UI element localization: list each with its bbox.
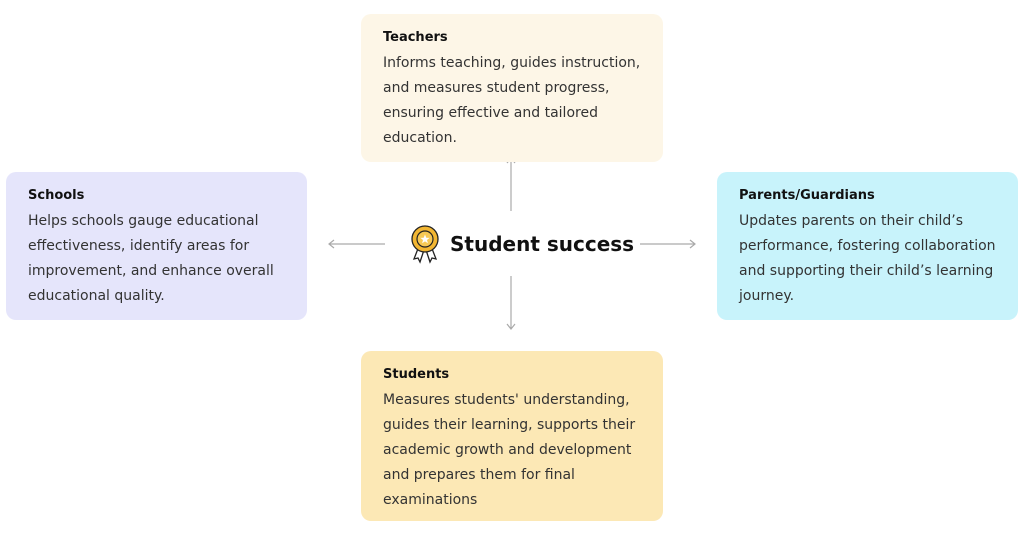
card-title: Students: [383, 367, 450, 382]
award-badge-icon: [411, 225, 439, 264]
card-text: examinations: [383, 492, 478, 508]
arrow-down: [506, 276, 516, 330]
center-node: Student success: [410, 224, 634, 264]
card-text: and prepares them for final: [383, 467, 575, 483]
arrow-left: [328, 239, 385, 249]
card-text: guides their learning, supports their: [383, 417, 636, 433]
card-title: Schools: [28, 188, 85, 203]
card-text: Helps schools gauge educational: [28, 213, 259, 229]
card-text: improvement, and enhance overall: [28, 263, 274, 279]
card-text: and supporting their child’s learning: [739, 263, 994, 279]
card-text: academic growth and development: [383, 442, 632, 458]
card-text: education.: [383, 130, 457, 146]
card-title: Parents/Guardians: [739, 188, 875, 203]
card-text: journey.: [739, 288, 795, 304]
card-text: educational quality.: [28, 288, 165, 304]
center-label: Student success: [450, 232, 635, 256]
card-text: Updates parents on their child’s: [739, 213, 964, 229]
card-text: Informs teaching, guides instruction,: [383, 55, 641, 71]
parents-card: Parents/Guardians Updates parents on the…: [717, 172, 1018, 320]
students-card: Students Measures students' understandin…: [361, 351, 663, 521]
card-text: Measures students' understanding,: [383, 392, 630, 408]
schools-card: Schools Helps schools gauge educational …: [6, 172, 307, 320]
teachers-card: Teachers Informs teaching, guides instru…: [361, 14, 663, 162]
card-title: Teachers: [383, 30, 448, 45]
arrow-up: [506, 157, 516, 211]
card-text: effectiveness, identify areas for: [28, 238, 250, 254]
card-text: performance, fostering collaboration: [739, 238, 996, 254]
card-text: and measures student progress,: [383, 80, 610, 96]
card-text: ensuring effective and tailored: [383, 105, 598, 121]
arrow-right: [640, 239, 696, 249]
